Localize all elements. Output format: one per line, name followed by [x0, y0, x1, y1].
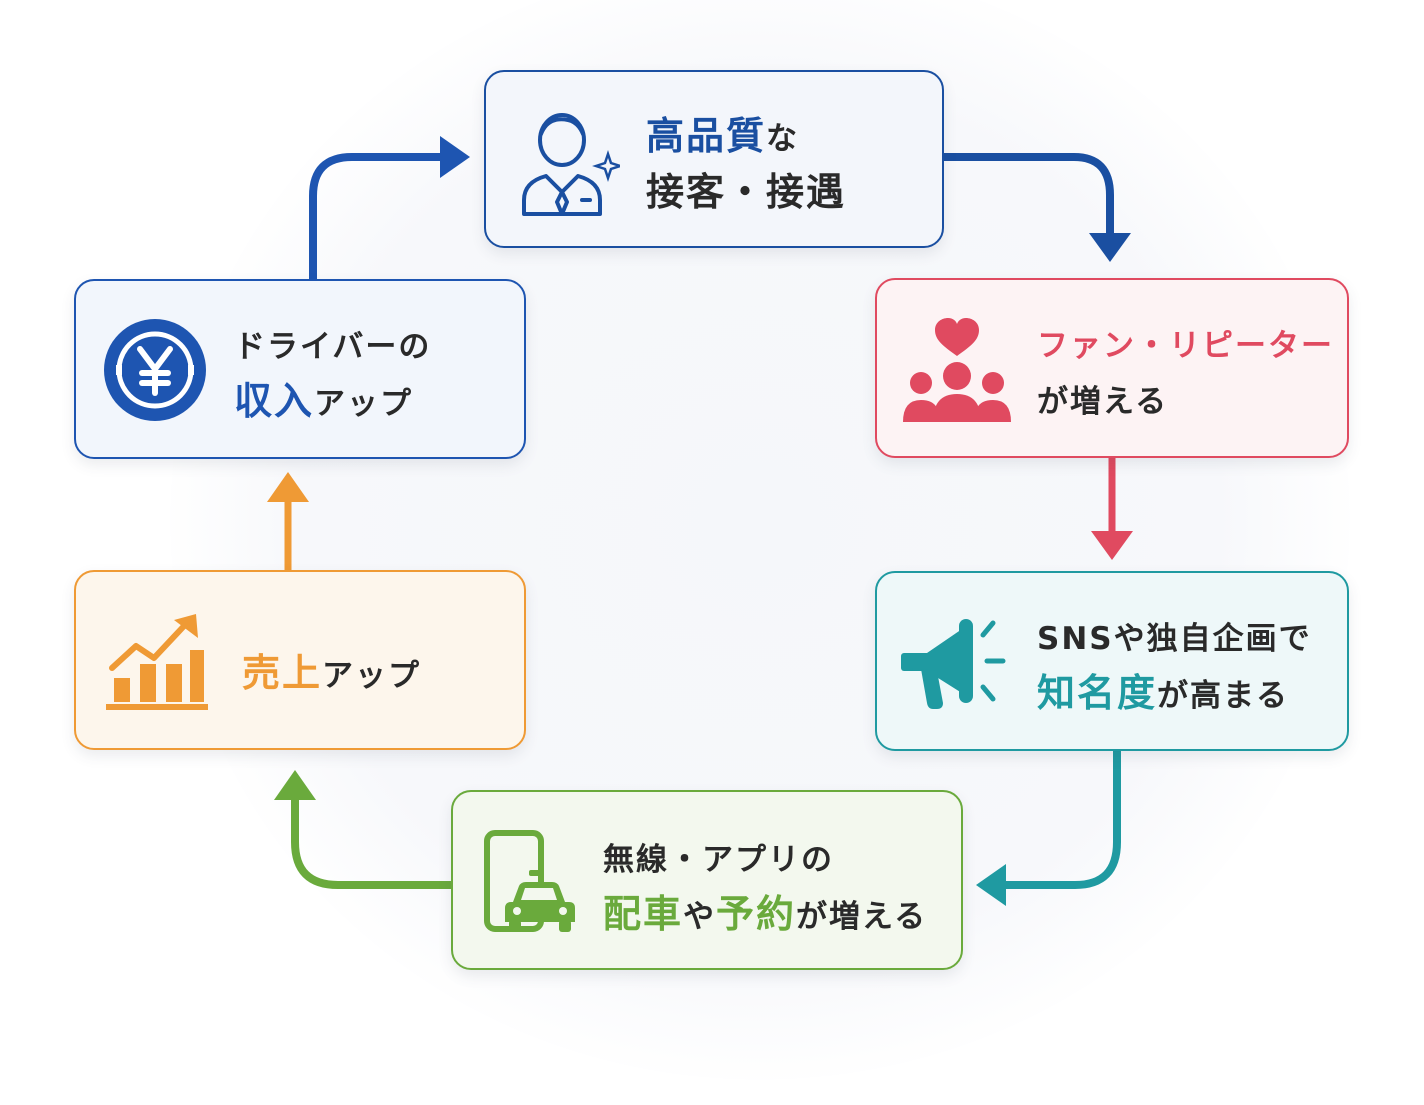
arrow-dispatch-to-sales	[291, 798, 451, 889]
arrowhead-service	[440, 136, 470, 178]
step-sns-awareness: SNSや独自企画で 知名度が高まる	[875, 571, 1349, 751]
step-service-line1: 高品質な	[646, 114, 800, 158]
growth-chart-icon	[106, 614, 208, 710]
arrowhead-dispatch	[976, 864, 1006, 906]
megaphone-icon	[901, 619, 1006, 709]
step-dispatch-reservation: 無線・アプリの 配車や予約が増える	[451, 790, 963, 970]
step-fans-repeaters: ファン・リピーター が増える	[875, 278, 1349, 458]
arrow-awareness-to-dispatch	[1004, 751, 1121, 889]
arrowhead-income	[267, 472, 309, 502]
businessman-icon	[522, 113, 620, 216]
step-driver-income: ドライバーの 収入アップ	[74, 279, 526, 459]
step-dispatch-line1: 無線・アプリの	[603, 842, 834, 878]
step-sns-line2: 知名度が高まる	[1037, 671, 1290, 715]
step-high-quality-service: 高品質な 接客・接遇	[484, 70, 944, 248]
step-service-line2: 接客・接遇	[646, 170, 847, 214]
step-fans-line1: ファン・リピーター	[1037, 328, 1334, 364]
step-dispatch-line2: 配車や予約が増える	[603, 892, 928, 936]
step-fans-line2: が増える	[1037, 384, 1169, 420]
phone-taxi-icon	[484, 830, 575, 932]
step-sales-line1: 売上アップ	[242, 651, 422, 695]
arrow-service-to-fans	[944, 153, 1114, 236]
heart-people-icon	[903, 318, 1011, 422]
step-sns-line1: SNSや独自企画で	[1037, 621, 1312, 657]
step-income-line2: 収入アップ	[234, 379, 414, 423]
yen-coin-icon	[104, 319, 206, 421]
step-sales-up: 売上アップ	[74, 570, 526, 750]
arrow-income-to-service	[309, 153, 445, 279]
arrowhead-awareness	[1091, 531, 1133, 560]
arrowhead-fans	[1089, 233, 1131, 262]
step-income-line1: ドライバーの	[234, 329, 432, 365]
arrowhead-sales	[274, 770, 316, 800]
